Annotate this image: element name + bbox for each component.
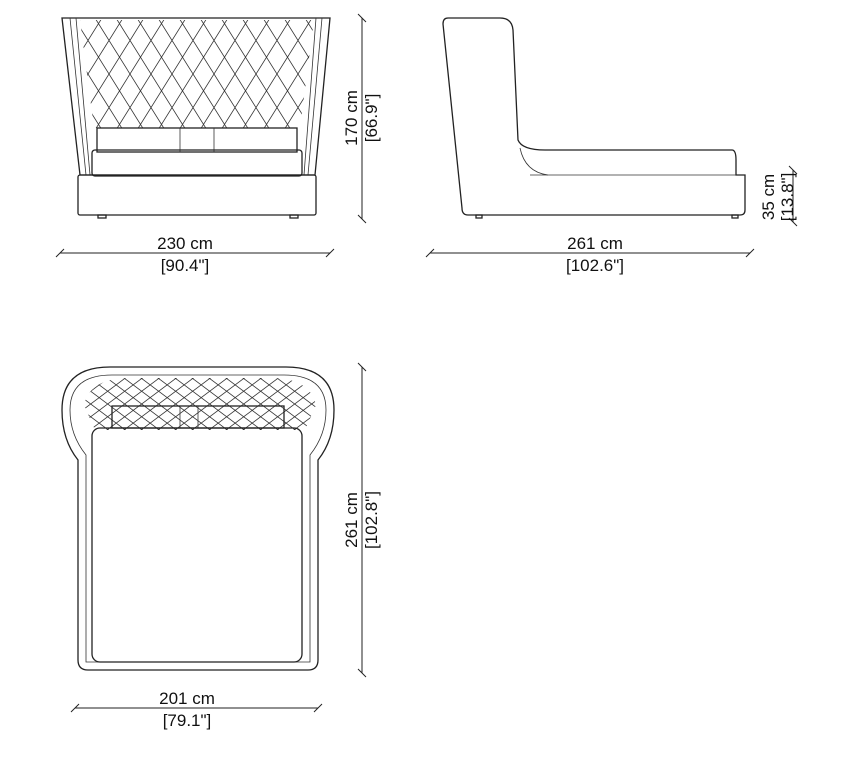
- quilt-line: [84, 378, 95, 430]
- front-height-cm: 170 cm: [342, 90, 361, 146]
- top-length-in: [102.8"]: [362, 491, 381, 549]
- side-length-in: [102.6"]: [566, 256, 624, 275]
- quilt-line: [157, 20, 229, 128]
- quilt-line: [87, 378, 163, 430]
- front-mattress: [91, 149, 303, 177]
- quilt-line: [262, 20, 314, 128]
- quilt-line: [393, 376, 468, 432]
- side-profile: [442, 17, 746, 216]
- quilt-line: [359, 376, 434, 432]
- quilt-line: [206, 378, 282, 430]
- quilt-line: [342, 376, 417, 432]
- quilt-line: [220, 20, 292, 128]
- quilt-line: [2, 376, 77, 432]
- quilt-line: [0, 376, 60, 432]
- quilt-line: [84, 378, 112, 430]
- quilt-line: [393, 376, 468, 432]
- quilt-line: [121, 378, 197, 430]
- quilt-line: [223, 378, 299, 430]
- quilt-line: [342, 376, 417, 432]
- quilt-line: [326, 18, 396, 130]
- quilt-line: [0, 18, 60, 130]
- quilt-line: [172, 378, 248, 430]
- top-length-cm: 261 cm: [342, 492, 361, 548]
- front-width-cm: 230 cm: [157, 234, 213, 253]
- quilt-line: [84, 378, 129, 430]
- front-pillows: [96, 127, 298, 153]
- quilt-line: [199, 20, 271, 128]
- top-width-cm: 201 cm: [159, 689, 215, 708]
- top-outline: [61, 366, 335, 671]
- quilt-line: [80, 20, 82, 128]
- side-length-cm: 261 cm: [567, 234, 623, 253]
- quilt-line: [80, 20, 103, 128]
- side-view: 261 cm [102.6"] 35 cm [13.8"]: [425, 17, 798, 275]
- quilt-line: [136, 20, 208, 128]
- quilt-line: [115, 20, 187, 128]
- quilt-line: [291, 378, 316, 430]
- front-quilting: [0, 18, 396, 130]
- quilt-line: [2, 376, 77, 432]
- top-quilting: [0, 376, 485, 432]
- top-view: 201 cm [79.1"] 261 cm [102.8"]: [0, 362, 485, 730]
- quilt-line: [0, 376, 60, 432]
- quilt-line: [80, 20, 124, 128]
- quilt-line: [257, 378, 316, 430]
- quilt-line: [308, 378, 316, 430]
- quilt-line: [274, 378, 316, 430]
- seat-height-cm: 35 cm: [759, 174, 778, 220]
- quilt-line: [155, 378, 231, 430]
- quilt-line: [359, 376, 434, 432]
- quilt-line: [178, 20, 250, 128]
- quilt-line: [376, 376, 451, 432]
- quilt-line: [104, 378, 180, 430]
- quilt-line: [376, 376, 451, 432]
- front-view: 230 cm [90.4"] 170 cm [66.9"]: [0, 13, 396, 275]
- quilt-line: [325, 376, 400, 432]
- top-width-in: [79.1"]: [163, 711, 212, 730]
- front-width-in: [90.4"]: [161, 256, 210, 275]
- seat-height-in: [13.8"]: [778, 173, 797, 222]
- quilt-line: [326, 18, 396, 130]
- quilt-line: [189, 378, 265, 430]
- quilt-line: [94, 20, 166, 128]
- quilt-line: [80, 20, 82, 128]
- quilt-line: [283, 20, 314, 128]
- front-base: [77, 174, 317, 216]
- quilt-line: [138, 378, 214, 430]
- top-mattress: [91, 427, 303, 663]
- quilt-line: [84, 378, 95, 430]
- quilt-line: [0, 18, 60, 130]
- quilt-line: [308, 378, 316, 430]
- quilt-line: [84, 378, 112, 430]
- quilt-line: [241, 20, 313, 128]
- quilt-line: [410, 376, 485, 432]
- quilt-line: [283, 20, 314, 128]
- quilt-line: [325, 376, 400, 432]
- quilt-line: [84, 378, 146, 430]
- front-height-in: [66.9"]: [362, 94, 381, 143]
- quilt-line: [410, 376, 485, 432]
